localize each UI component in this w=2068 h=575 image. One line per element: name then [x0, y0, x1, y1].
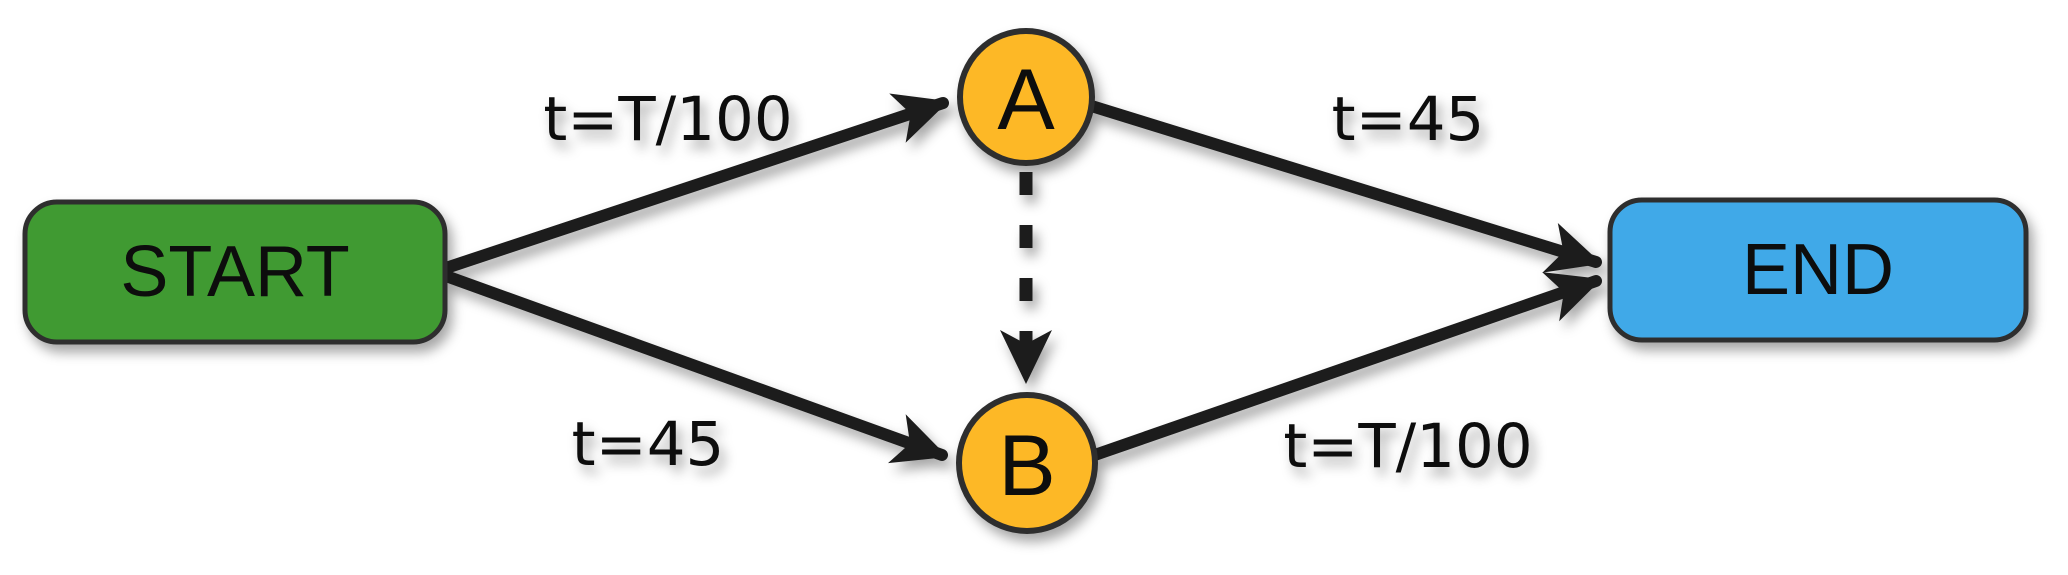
start-node [22, 199, 448, 345]
edge-start-to-a [440, 93, 949, 274]
edge-start-to-b [440, 270, 948, 464]
end-node-label: END [1742, 230, 1894, 310]
end-node [1607, 197, 2029, 343]
edge-label-b-to-end: t=T/100 [1283, 411, 1532, 482]
start-node-label: START [120, 232, 349, 312]
edge-label-a-to-end: t=45 [1332, 84, 1485, 155]
edge-b-to-end [1083, 272, 1602, 463]
node-b-label: B [998, 418, 1055, 514]
node-a-label: A [997, 52, 1055, 148]
node-b [956, 392, 1098, 534]
node-a [957, 28, 1095, 166]
edge-label-start-to-b: t=45 [572, 409, 725, 480]
edge-label-start-to-a: t=T/100 [543, 84, 792, 155]
edge-a-to-end [1079, 98, 1602, 273]
